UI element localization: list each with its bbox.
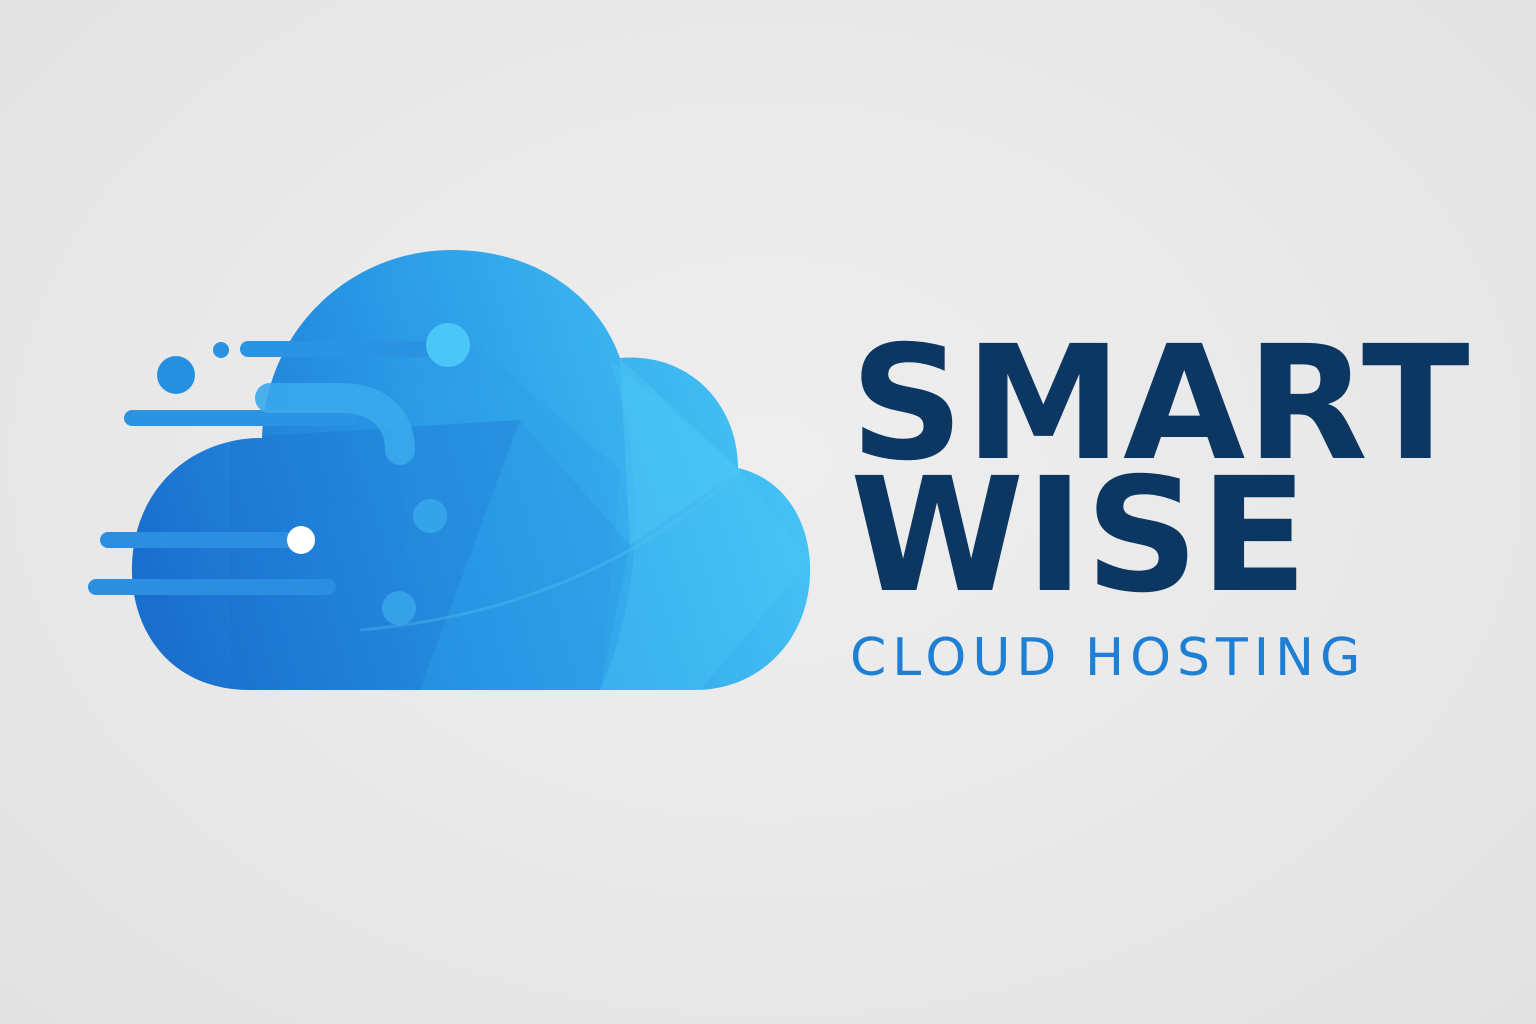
tagline: CLOUD HOSTING (850, 628, 1367, 688)
brand-name-line-2: WISE (850, 444, 1309, 628)
wordmark: SMART WISE CLOUD HOSTING (850, 312, 1471, 688)
brand-name-line-1: SMART (850, 312, 1471, 496)
